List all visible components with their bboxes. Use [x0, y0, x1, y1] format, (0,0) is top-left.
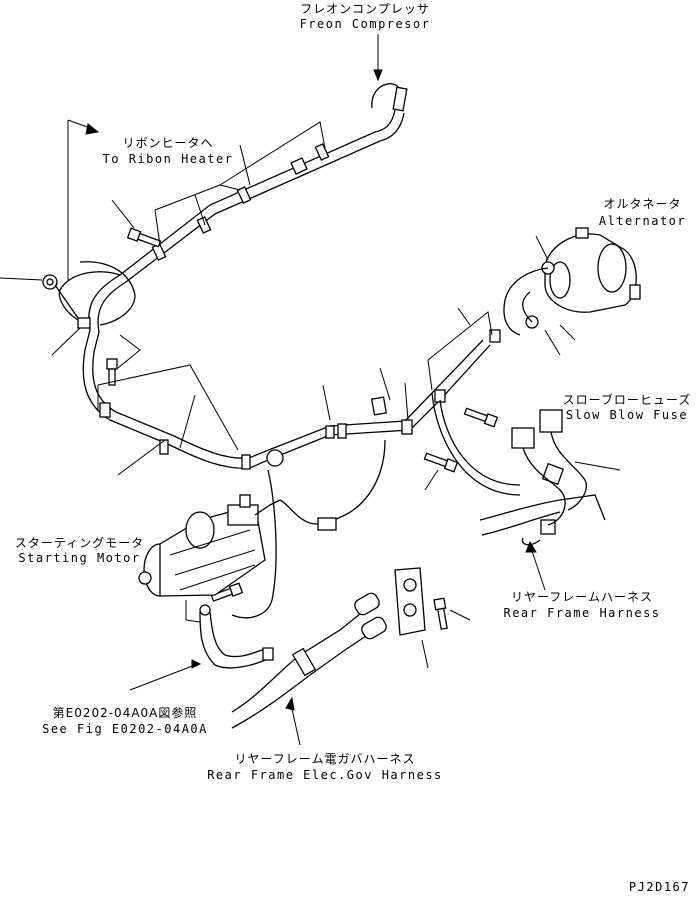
starter-lead [231, 469, 277, 619]
branch-lead [279, 499, 319, 525]
slow-blow-fuse-label-en: Slow Blow Fuse [565, 408, 689, 422]
rear-frame-gov-harness-label-en: Rear Frame Elec.Gov Harness [207, 768, 443, 782]
cable-end [262, 647, 274, 661]
starter-terminal [199, 604, 211, 616]
slow-blow-fuse [479, 409, 606, 536]
branch-connector [317, 517, 337, 531]
alternator [503, 227, 641, 336]
ribbon-heater-label-en: To Ribon Heater [102, 152, 234, 166]
rear-frame-gov-harness [231, 567, 426, 729]
starting-motor-label-en: Starting Motor [18, 551, 141, 565]
leader-lines [0, 34, 621, 746]
ribbon-heater-label-ja: リボンヒータへ [122, 136, 214, 150]
see-fig-label-ja: 第E0202-04A0A図参照 [52, 706, 198, 720]
drawing-number: PJ2D167 [628, 880, 690, 894]
starting-motor [138, 494, 281, 597]
rear-frame-harness-label-ja: リヤーフレームハーネス [511, 590, 653, 604]
freon-compressor-label-en: Freon Compresor [299, 17, 431, 31]
fuse-branch [439, 399, 521, 486]
main-harness [58, 83, 491, 469]
alternator-label-en: Alternator [598, 214, 687, 228]
branch-down [329, 439, 386, 523]
rear-frame-harness-label-en: Rear Frame Harness [503, 606, 661, 620]
starting-motor-label-ja: スターティングモータ [14, 536, 145, 550]
see-fig-cable [199, 611, 271, 669]
rear-frame-gov-harness-label-ja: リヤーフレーム電ガバハーネス [234, 752, 416, 766]
see-fig-label-en: See Fig E0202-04A0A [42, 722, 208, 736]
fuse-lead [521, 537, 541, 546]
ribbon-heater-connector [42, 274, 79, 319]
freon-compressor-label-ja: フレオンコンプレッサ [300, 2, 430, 16]
slow-blow-fuse-label-ja: スローブローヒューズ [562, 393, 692, 407]
alternator-label-ja: オルタネータ [603, 197, 682, 211]
harness-clamps [77, 143, 501, 470]
fuse-branch-2 [431, 392, 521, 496]
see-fig-cable-2 [209, 611, 269, 658]
bolts [106, 227, 499, 630]
